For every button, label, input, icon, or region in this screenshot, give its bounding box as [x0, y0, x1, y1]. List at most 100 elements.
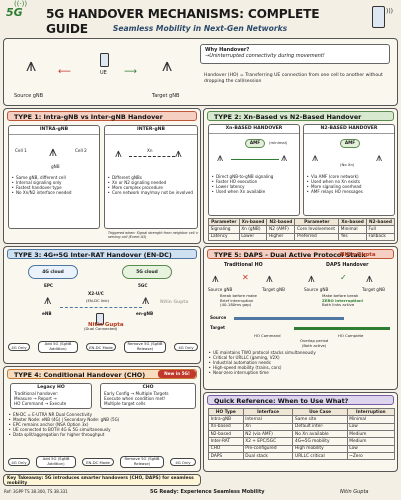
list-item: UE connected to BOTH 4G & 5G simultaneou… — [8, 427, 198, 433]
source-gnb-label: Source gNB — [304, 287, 329, 292]
list-item: Direct gNB-to-gNB signaling — [211, 174, 299, 180]
inter-gnb-box: INTER-gNB ⩚ ⩚ Xn Different gNBs Xn or N2… — [104, 125, 198, 229]
source-timeline-label: Source — [210, 315, 227, 320]
target-gnb-label: Target gNB — [362, 287, 385, 292]
table-cell: Preferred — [294, 232, 340, 242]
legacy-ho-box: Legacy HO Traditional handover: Measure … — [10, 383, 92, 409]
list-item: Industrial automation needs — [208, 360, 394, 366]
table-cell: Internal — [242, 415, 294, 424]
table-cell: No Xn available — [292, 430, 348, 439]
flow-step: EN-DC Mode — [86, 343, 116, 351]
gnb-label: gNB — [51, 164, 60, 169]
check-icon: ✓ — [340, 273, 347, 282]
type5-header: TYPE 5: DAPS - Dual Active Protocol Stac… — [207, 249, 394, 259]
type1-panel: TYPE 1: Intra-gNB vs Inter-gNB Handover … — [3, 108, 201, 244]
page-title: 5G HANDOVER MECHANISMS: COMPLETE GUIDE — [46, 7, 320, 36]
cloud-5g: 5G cloud — [122, 265, 172, 279]
table-cell: Xn — [242, 422, 294, 432]
list-item: Internal signaling only — [11, 180, 99, 186]
quickref-table: HO Type Interface Use Case Interruption … — [208, 407, 396, 461]
note-line: Brief interruption — [220, 297, 254, 303]
table-cell: Same site — [292, 415, 348, 424]
table-cell: ~Zero — [346, 452, 396, 461]
x2-label: X2-U/C — [88, 291, 104, 296]
table-cell: CHO — [208, 444, 244, 454]
type1-trigger-note: Triggered when: Signal strength from nei… — [108, 231, 199, 240]
tower-icon: ⩚ — [49, 144, 57, 160]
table-header: Interruption — [346, 407, 396, 417]
cell2-label: Cell 2 — [75, 148, 87, 153]
phone-icon — [372, 6, 385, 28]
list-item: Master Node: eNB (4G) | Secondary Node: … — [8, 417, 198, 423]
target-timeline-label: Target — [210, 325, 226, 330]
title-logo: 5G — [6, 6, 23, 19]
watermark: Nitin Gupta — [340, 252, 376, 258]
watermark: Nitin Gupta — [88, 322, 124, 328]
page-subtitle: Seamless Mobility in Next-Gen Networks — [112, 24, 288, 33]
table-cell: Latency — [208, 232, 240, 242]
epc-label: EPC — [44, 283, 54, 288]
type3-panel: TYPE 3: 4G↔5G Inter-RAT Handover (EN-DC)… — [3, 246, 201, 364]
table-cell: Xn-based — [208, 422, 244, 432]
tower-icon: ⩚ — [44, 293, 52, 308]
legacy-ho-title: Legacy HO — [37, 385, 65, 390]
signal-icon: ))) — [386, 8, 394, 15]
flow-step: Add 5G (SgNB Addition) — [38, 341, 78, 353]
list-item: Different gNBs — [107, 175, 197, 181]
list-item: Lower latency — [211, 184, 299, 190]
table-cell: Low — [346, 444, 396, 454]
table-row: DAPS Dual stack URLLC critical ~Zero — [208, 452, 396, 461]
ue-label: UE — [100, 70, 107, 76]
table-row: N2-based N2 (via AMF) No Xn available Me… — [208, 430, 396, 439]
arrow-icon: ⟶ — [124, 67, 137, 77]
flow-step: Remove 5G (SgNB Release) — [120, 456, 164, 468]
table-row: Inter-RAT X2 + EPC/5GC 4G↔5G mobility Me… — [208, 437, 396, 446]
tower-icon: ⩚ — [266, 271, 273, 285]
why-answer: →Uninterrupted connectivity during movem… — [205, 53, 325, 59]
table-cell: Full — [365, 225, 396, 234]
tower-icon: ⩚ — [115, 146, 122, 160]
flow-step: EN-DC Mode — [82, 458, 114, 466]
table-header: N2-based — [266, 217, 296, 227]
phone-icon — [96, 313, 104, 325]
list-item: No Xn/N2 interface needed — [11, 190, 99, 196]
flow-step: Remove 5G (SgNB Release) — [124, 341, 166, 353]
table-cell: Minimal — [338, 225, 367, 234]
table-cell: Fallback — [365, 232, 396, 242]
table-cell: 4G↔5G mobility — [292, 437, 348, 446]
legacy-line: Measure → Report → — [14, 395, 57, 401]
tower-icon: ⩚ — [162, 55, 173, 76]
tower-icon: ⩚ — [308, 271, 315, 285]
xn-based-title: Xn-BASED HANDOVER — [209, 125, 299, 134]
source-gnb-label: Source gNB — [208, 287, 233, 292]
why-question: Why Handover? — [205, 47, 250, 53]
en-gnb-label: en-gNB — [136, 311, 154, 316]
intra-gnb-title: INTRA-gNB — [9, 126, 99, 135]
cho-title: CHO — [142, 385, 154, 390]
table-cell: Inter-RAT — [208, 437, 244, 446]
amf-node: AMF — [340, 139, 360, 148]
table-row: Latency Lower Higher Preferred Yes Fallb… — [208, 232, 396, 242]
wifi-icon: ((·)) — [14, 0, 28, 8]
table-cell: Pre-configured — [242, 444, 294, 454]
note-line: ZERO interruption! — [322, 297, 364, 303]
type4-panel: TYPE 4: Conditional Handover (CHO) New i… — [3, 366, 201, 472]
source-timeline-bar — [234, 317, 344, 320]
quickref-header: Quick Reference: When to Use What? — [207, 395, 394, 405]
list-item: EN-DC = E-UTRA NR Dual Connectivity — [8, 412, 198, 418]
table-cell: N2-based — [208, 430, 244, 439]
table-cell: High mobility — [292, 444, 348, 454]
new-badge: New in 5G! — [158, 370, 196, 378]
table-header: Xn-based — [238, 217, 268, 227]
table-cell: Minimal — [346, 415, 396, 424]
5gc-label: 5GC — [138, 283, 148, 288]
list-item: More complex procedure — [107, 185, 197, 191]
footer-ref: Ref: 3GPP TS 38.300, TS 38.331 — [4, 489, 68, 494]
cho-box: CHO Early Config → Multiple Targets Exec… — [100, 383, 196, 409]
table-header: Parameter — [208, 217, 240, 227]
list-item: Xn or N2 signaling needed — [107, 180, 197, 186]
x2-link — [60, 307, 142, 308]
table-cell: Medium — [346, 437, 396, 446]
xn-based-box: Xn-BASED HANDOVER AMF (minimal) ⩚ ⩚ Dire… — [208, 124, 300, 216]
intra-gnb-box: INTRA-gNB ⩚ Cell 1 Cell 2 gNB Same gNB, … — [8, 125, 100, 229]
